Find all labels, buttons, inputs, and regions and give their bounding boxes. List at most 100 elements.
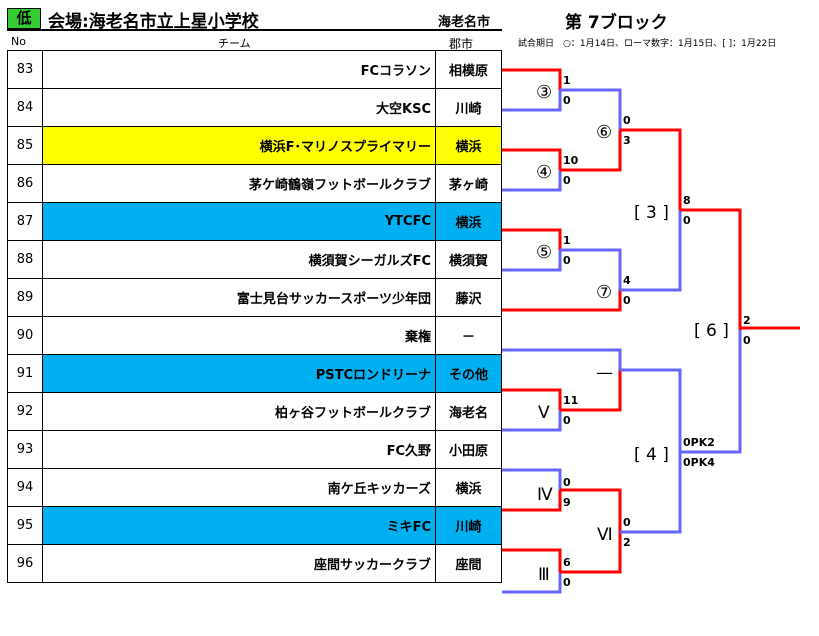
- team-city: 川崎: [435, 88, 502, 127]
- score: 0: [623, 114, 631, 127]
- venue-title: 会場:海老名市立上星小学校: [48, 12, 259, 32]
- team-city: 川崎: [435, 506, 502, 545]
- team-name: FC久野: [42, 430, 436, 469]
- bracket-line: [560, 248, 622, 290]
- score: 4: [623, 274, 631, 287]
- score: 8: [683, 194, 691, 207]
- score: 0: [683, 214, 691, 227]
- bracket-line: [502, 250, 562, 272]
- block-title: 第 7ブロック: [565, 13, 668, 33]
- bracket-line: [560, 370, 622, 412]
- bracket-line: [502, 290, 622, 312]
- match-label: —: [596, 363, 613, 383]
- bracket-line: [502, 348, 622, 370]
- score: 0PK2: [683, 436, 715, 449]
- host-city: 海老名市: [438, 15, 491, 30]
- team-city: 小田原: [435, 430, 502, 469]
- level-badge: 低: [7, 8, 41, 29]
- score: 6: [563, 556, 571, 569]
- team-city: 横浜: [435, 468, 502, 507]
- bracket-line: [620, 128, 682, 210]
- column-header-city: 郡市: [449, 37, 474, 51]
- header-divider: [7, 29, 502, 31]
- column-header-no: No: [11, 35, 26, 48]
- bracket-line: [502, 170, 562, 192]
- bracket-line: [502, 90, 562, 112]
- column-header-team: チーム: [218, 37, 251, 50]
- score: 3: [623, 134, 631, 147]
- match-label: Ⅳ: [537, 485, 553, 505]
- score: 11: [563, 394, 578, 407]
- bracket-line: [502, 548, 562, 572]
- date-legend: 試合期日 ○：1月14日、ローマ数字：1月15日、[ ]：1月22日: [518, 39, 777, 49]
- match-label: ⑦: [596, 282, 612, 303]
- score: 0: [563, 254, 571, 267]
- bracket-line: [560, 532, 622, 574]
- score: 0: [563, 414, 571, 427]
- bracket-line: [502, 468, 562, 490]
- team-name: FCコラソン: [42, 50, 436, 89]
- team-number: 89: [7, 278, 43, 317]
- match-label: ④: [536, 162, 552, 183]
- bracket-line: [620, 210, 682, 292]
- score: 1: [563, 74, 571, 87]
- score: 0: [563, 476, 571, 489]
- team-name: 南ケ丘キッカーズ: [42, 468, 436, 507]
- match-label: ⑤: [536, 242, 552, 263]
- match-label: Ⅴ: [538, 403, 550, 423]
- score: 0: [743, 334, 751, 347]
- score: 0: [563, 174, 571, 187]
- team-name: 大空KSC: [42, 88, 436, 127]
- bracket-line: [502, 410, 562, 432]
- match-label: [ 6 ]: [694, 321, 729, 341]
- team-name: 柏ヶ谷フットボールクラブ: [42, 392, 436, 431]
- team-number: 90: [7, 316, 43, 355]
- score: 2: [743, 314, 751, 327]
- score: 0PK4: [683, 456, 715, 469]
- team-number: 87: [7, 202, 43, 241]
- match-label: [ 4 ]: [634, 445, 669, 465]
- team-city: 横浜: [435, 202, 502, 241]
- team-number: 94: [7, 468, 43, 507]
- score: 0: [623, 516, 631, 529]
- team-number: 91: [7, 354, 43, 393]
- team-number: 86: [7, 164, 43, 203]
- team-city: 藤沢: [435, 278, 502, 317]
- team-city: 茅ヶ崎: [435, 164, 502, 203]
- team-name: ミキFC: [42, 506, 436, 545]
- team-name: 横浜F･マリノスプライマリー: [42, 126, 436, 165]
- team-number: 96: [7, 544, 43, 583]
- team-city: 横須賀: [435, 240, 502, 279]
- bracket-line: [620, 368, 682, 452]
- score: 9: [563, 496, 571, 509]
- team-city: －: [435, 316, 502, 355]
- bracket-line: [502, 572, 562, 594]
- team-number: 88: [7, 240, 43, 279]
- bracket-line: [560, 488, 622, 532]
- team-city: 海老名: [435, 392, 502, 431]
- match-label: ③: [536, 82, 552, 103]
- bracket-line: [560, 130, 622, 172]
- team-city: 座間: [435, 544, 502, 583]
- score: 2: [623, 536, 631, 549]
- score: 10: [563, 154, 579, 167]
- team-name: 茅ケ崎鶴嶺フットボールクラブ: [42, 164, 436, 203]
- score: 1: [563, 234, 571, 247]
- team-number: 83: [7, 50, 43, 89]
- bracket-line: [620, 452, 682, 534]
- team-name: 横須賀シーガルズFC: [42, 240, 436, 279]
- bracket-line: [502, 388, 562, 410]
- bracket-line: [502, 148, 562, 170]
